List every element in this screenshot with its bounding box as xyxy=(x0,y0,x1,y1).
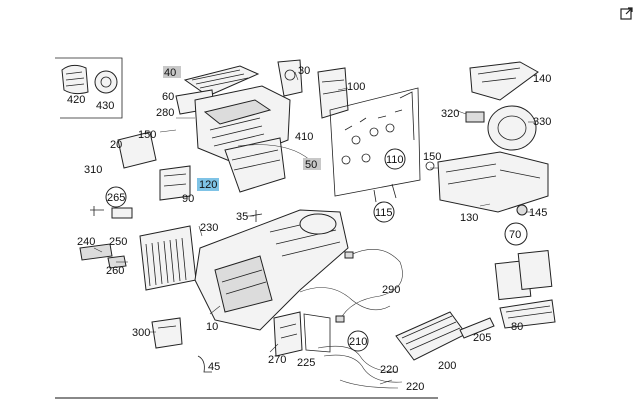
part-group-420-430 xyxy=(55,57,123,119)
callout-circle-70 xyxy=(504,222,528,246)
label-45: 45 xyxy=(208,361,220,373)
label-265: 265 xyxy=(107,192,125,204)
part-group-290 xyxy=(299,249,403,323)
part-group-140 xyxy=(469,61,539,101)
label-270: 270 xyxy=(268,354,286,366)
label-260: 260 xyxy=(106,265,124,277)
label-140: 140 xyxy=(533,73,551,85)
highlight-50 xyxy=(303,158,321,170)
part-group-70-80 xyxy=(494,249,556,329)
label-60: 60 xyxy=(162,91,174,103)
label-10: 10 xyxy=(206,321,218,333)
label-430: 430 xyxy=(96,100,114,112)
part-group-230 xyxy=(139,225,197,291)
label-50: 50 xyxy=(305,159,317,171)
part-group-320-330 xyxy=(465,105,537,151)
part-group-main-unit xyxy=(194,209,349,331)
part-group-left-small xyxy=(79,131,191,269)
label-120[interactable]: 120 xyxy=(199,179,217,191)
label-210: 210 xyxy=(349,336,367,348)
part-group-110 xyxy=(329,87,421,197)
part-group-30-100 xyxy=(277,59,349,119)
label-230: 230 xyxy=(200,222,218,234)
label-80: 80 xyxy=(511,321,523,333)
callout-circle-265 xyxy=(105,186,127,208)
label-130: 130 xyxy=(460,212,478,224)
part-group-central-housing xyxy=(194,85,291,193)
part-group-200 xyxy=(395,311,467,361)
label-220-lower: 220 xyxy=(406,381,424,393)
callout-circle-210 xyxy=(347,330,369,352)
label-420: 420 xyxy=(67,94,85,106)
highlight-40 xyxy=(163,66,181,78)
leader-lines xyxy=(93,71,536,385)
label-205: 205 xyxy=(473,332,491,344)
label-310: 310 xyxy=(84,164,102,176)
part-group-small-misc xyxy=(197,161,435,373)
label-90: 90 xyxy=(182,193,194,205)
label-200: 200 xyxy=(438,360,456,372)
part-group-270-225 xyxy=(273,311,331,357)
label-150-right: 150 xyxy=(423,151,441,163)
label-410: 410 xyxy=(295,131,313,143)
label-225: 225 xyxy=(297,357,315,369)
label-330: 330 xyxy=(533,116,551,128)
label-320: 320 xyxy=(441,108,459,120)
part-group-300 xyxy=(151,317,183,349)
label-280: 280 xyxy=(156,107,174,119)
label-220-upper: 220 xyxy=(380,364,398,376)
callout-circle-115 xyxy=(373,201,395,223)
part-group-130 xyxy=(437,151,549,216)
highlight-120[interactable] xyxy=(197,178,219,191)
label-100: 100 xyxy=(347,81,365,93)
label-70: 70 xyxy=(509,229,521,241)
label-240: 240 xyxy=(77,236,95,248)
label-115: 115 xyxy=(375,207,393,219)
label-145: 145 xyxy=(529,207,547,219)
label-110: 110 xyxy=(386,154,404,166)
callout-circle-110 xyxy=(384,148,406,170)
label-35: 35 xyxy=(236,211,248,223)
part-group-220 xyxy=(317,345,403,389)
label-30: 30 xyxy=(298,65,310,77)
label-20: 20 xyxy=(110,139,122,151)
label-290: 290 xyxy=(382,284,400,296)
label-40: 40 xyxy=(164,67,176,79)
part-group-205 xyxy=(459,317,495,339)
label-150-top: 150 xyxy=(138,129,156,141)
export-icon[interactable] xyxy=(620,6,634,20)
label-300: 300 xyxy=(132,327,150,339)
label-250: 250 xyxy=(109,236,127,248)
